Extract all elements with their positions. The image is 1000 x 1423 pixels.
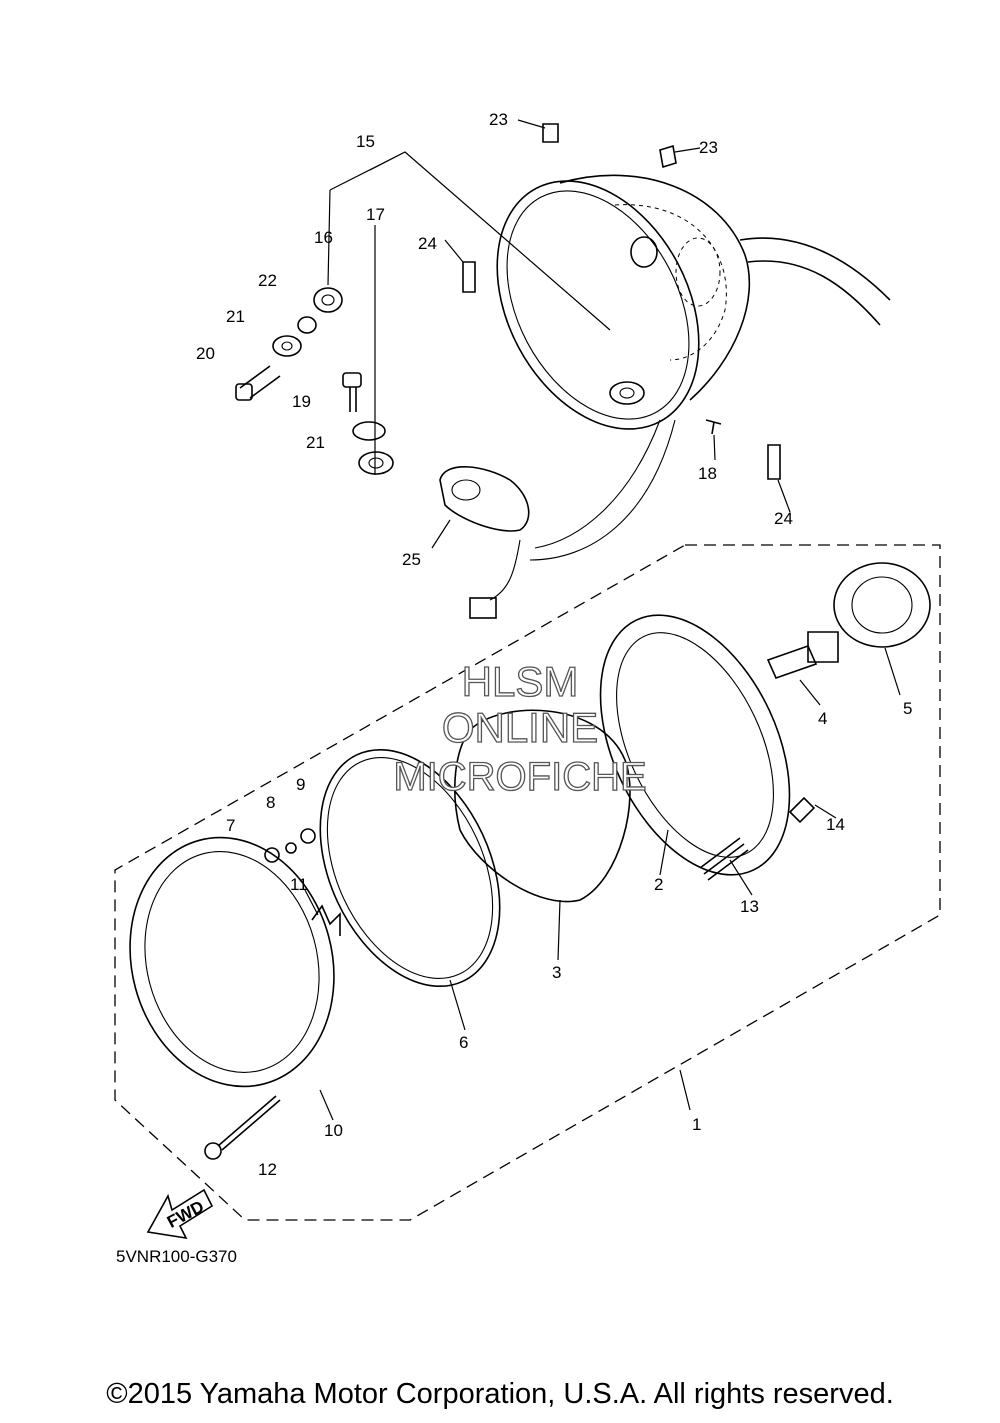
callout-17: 17: [366, 205, 385, 224]
socket-14: [788, 796, 816, 824]
callout-8: 8: [266, 793, 275, 812]
callout-24b: 24: [774, 509, 793, 528]
fwd-arrow: FWD: [146, 1188, 214, 1240]
rim-10: [129, 836, 335, 1088]
watermark-line3: MICROFICHE: [393, 755, 646, 799]
callout-15: 15: [356, 132, 375, 151]
screw-12: [204, 1095, 281, 1160]
callout-5: 5: [903, 699, 912, 718]
watermark-line1: HLSM: [462, 658, 579, 705]
callout-3: 3: [552, 963, 561, 982]
bulb-4: [766, 631, 839, 679]
headlight-housing: [496, 174, 751, 430]
callout-2: 2: [654, 875, 663, 894]
callout-20: 20: [196, 344, 215, 363]
copyright-notice: ©2015 Yamaha Motor Corporation, U.S.A. A…: [106, 1378, 894, 1410]
reflector-3: [454, 709, 631, 903]
callout-16: 16: [314, 228, 333, 247]
mounting-hardware: [235, 123, 781, 480]
callout-24a: 24: [418, 234, 437, 253]
callout-10: 10: [324, 1121, 343, 1140]
watermark: HLSM ONLINE MICROFICHE: [393, 657, 648, 799]
spring-clip-11: [311, 904, 341, 936]
callouts: 1 2 3 4 5 6 7 8 9 10 11 12 13 14 15 16 1…: [196, 110, 912, 1179]
rim-6: [319, 748, 501, 988]
small-parts-7-8-9: [264, 828, 316, 863]
watermark-line2: ONLINE: [442, 704, 598, 751]
callout-19: 19: [292, 392, 311, 411]
housing-2: [599, 614, 791, 876]
assembly-outline: [114, 544, 941, 1221]
callout-25: 25: [402, 550, 421, 569]
callout-22: 22: [258, 271, 277, 290]
callout-9: 9: [296, 775, 305, 794]
callout-14: 14: [826, 815, 845, 834]
callout-23b: 23: [699, 138, 718, 157]
spring-13: [699, 837, 749, 881]
callout-1: 1: [692, 1115, 701, 1134]
bracket-25: [439, 466, 530, 619]
callout-21a: 21: [226, 307, 245, 326]
callout-11: 11: [290, 875, 308, 894]
callout-13: 13: [740, 897, 759, 916]
callout-12: 12: [258, 1160, 277, 1179]
cover-5: [833, 562, 931, 648]
callout-18: 18: [698, 464, 717, 483]
wire-harness: [489, 237, 891, 601]
diagram-code: 5VNR100-G370: [116, 1247, 237, 1266]
callout-23a: 23: [489, 110, 508, 129]
callout-21b: 21: [306, 433, 325, 452]
callout-7: 7: [226, 816, 235, 835]
leader-lines: [304, 119, 901, 1121]
callout-4: 4: [818, 709, 827, 728]
callout-6: 6: [459, 1033, 468, 1052]
